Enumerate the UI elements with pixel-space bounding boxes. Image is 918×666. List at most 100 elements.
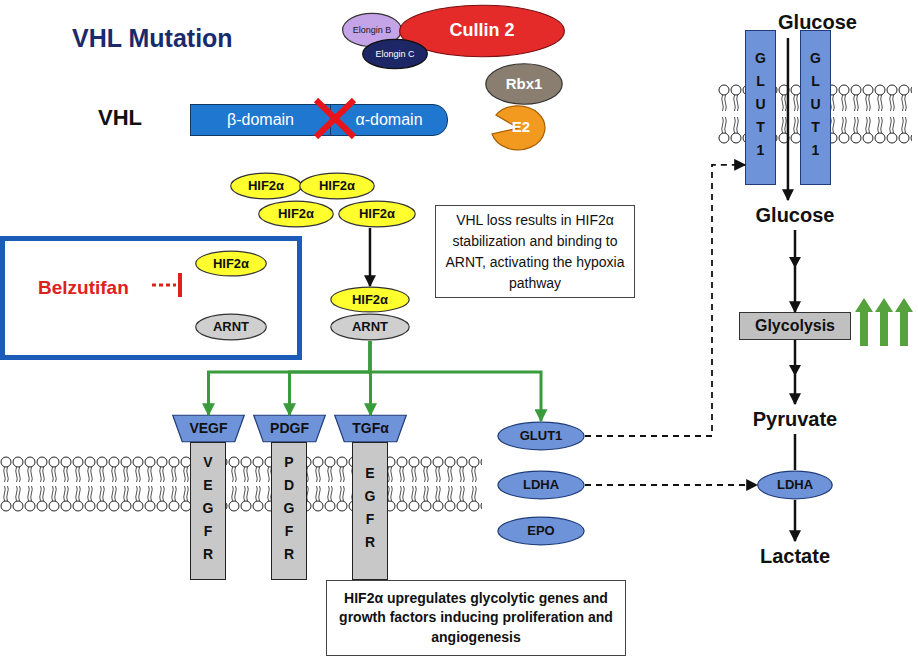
node-text: GLUT1 — [754, 50, 768, 165]
connector-arrow — [787, 38, 790, 200]
node-text: Cullin 2 — [449, 20, 514, 42]
domain-box: β-domain — [190, 104, 331, 136]
node-text: VEGFR — [201, 454, 215, 569]
flow-chevron — [789, 365, 801, 376]
node-text: GLUT1 — [520, 428, 563, 444]
connector-arrow — [369, 228, 372, 286]
protein-ellipse: HIF2α — [258, 200, 334, 228]
node-text: EGFR — [363, 465, 377, 557]
node-text: PDGF — [270, 420, 309, 437]
process-box: Glycolysis — [739, 312, 851, 340]
enzyme-shape — [492, 106, 545, 150]
ellipse-shape — [331, 287, 409, 312]
ellipse-shape — [758, 471, 832, 499]
metabolite-label: Pyruvate — [740, 404, 850, 434]
trapezoid-shape — [173, 415, 245, 441]
node-text: HIF2α — [359, 206, 395, 222]
note-box: HIF2α upregulates glycolytic genes and g… — [326, 580, 626, 656]
connector-arrow — [370, 341, 541, 421]
connector-arrow — [794, 230, 797, 312]
protein-ellipse: Elongin C — [362, 38, 428, 70]
ligand-trapezoid: VEGF — [172, 415, 245, 442]
node-text: Elongin C — [375, 49, 414, 60]
receptor-bar: VEGFR — [190, 442, 226, 580]
ellipse-shape — [498, 517, 584, 545]
enzyme-shape: E2 — [488, 104, 546, 150]
connector-arrow — [369, 341, 373, 415]
ellipse-shape — [196, 314, 267, 340]
connector-arrow — [794, 434, 797, 470]
ellipse-shape — [196, 251, 267, 276]
structure-label: VHL — [98, 107, 142, 129]
receptor-bar: PDGFR — [271, 442, 307, 580]
gene-ellipse: LDHA — [497, 470, 585, 500]
node-text: β-domain — [227, 110, 294, 129]
ligand-trapezoid: TGFα — [334, 415, 407, 442]
node-text: LDHA — [777, 477, 813, 493]
inhibition-bar — [178, 273, 182, 297]
ligand-trapezoid: PDGF — [253, 415, 326, 442]
protein-ellipse: HIF2α — [195, 250, 267, 277]
gene-ellipse: LDHA — [757, 470, 833, 500]
protein-ellipse: HIF2α — [230, 172, 302, 200]
node-text: HIF2α — [213, 256, 249, 272]
node-text: HIF2α — [248, 178, 284, 194]
node-text: ARNT — [352, 319, 388, 335]
protein-ellipse: Rbx1 — [485, 62, 563, 106]
ellipse-shape — [363, 39, 428, 68]
node-text: HIF2α — [352, 292, 388, 308]
protein-ellipse: ARNT — [330, 313, 410, 341]
metabolite-label: Glucose — [740, 200, 850, 230]
trapezoid-shape — [335, 415, 407, 441]
ellipse-shape — [339, 201, 415, 227]
node-text: LDHA — [523, 477, 559, 493]
ellipse-shape — [498, 471, 584, 499]
gene-ellipse: GLUT1 — [497, 421, 585, 451]
connector-arrow — [794, 500, 797, 541]
node-text: Glycolysis — [755, 316, 835, 335]
connector-arrow — [209, 341, 371, 415]
node-text: EPO — [527, 523, 554, 539]
node-text: E2 — [512, 118, 530, 136]
node-text: HIF2α — [278, 206, 314, 222]
ellipse-shape — [259, 201, 333, 227]
node-text: HIF2α — [319, 178, 355, 194]
connector-arrow — [794, 340, 797, 404]
receptor-bar: EGFR — [352, 442, 388, 580]
node-text: TGFα — [352, 420, 389, 437]
ellipse-shape — [486, 64, 562, 104]
gene-ellipse: EPO — [497, 516, 585, 546]
flow-chevron — [789, 257, 801, 268]
protein-ellipse: HIF2α — [330, 286, 410, 313]
cell-membrane — [0, 456, 482, 512]
node-text: Elongin B — [353, 25, 392, 36]
node-text: PDGFR — [282, 454, 296, 569]
metabolite-label: Lactate — [740, 541, 850, 571]
increase-arrow — [895, 298, 913, 346]
trapezoid-shape — [254, 415, 326, 441]
protein-ellipse: HIF2α — [299, 172, 375, 200]
increase-arrow — [855, 298, 873, 346]
node-text: Belzutifan — [38, 277, 129, 300]
ellipse-shape — [498, 422, 584, 450]
protein-ellipse: HIF2α — [338, 200, 416, 228]
node-text: Rbx1 — [506, 75, 543, 93]
diagram-title: VHL Mutation — [72, 26, 233, 51]
node-text: Lactate — [760, 544, 830, 568]
node-text: HIF2α upregulates glycolytic genes and g… — [337, 589, 615, 648]
transporter-bar: GLUT1 — [745, 30, 776, 185]
inhibition-line — [152, 284, 176, 287]
node-text: GLUT1 — [809, 50, 823, 165]
node-text: α-domain — [355, 110, 422, 129]
protein-ellipse: ARNT — [195, 313, 267, 341]
ellipse-shape — [300, 173, 374, 199]
node-text: Pyruvate — [753, 407, 838, 431]
node-text: VHL loss results in HIF2α stabilization … — [442, 210, 628, 294]
note-box: VHL loss results in HIF2α stabilization … — [435, 205, 635, 298]
increase-arrow — [875, 298, 893, 346]
node-text: Glucose — [756, 203, 835, 227]
ellipse-shape — [331, 314, 409, 340]
domain-box: α-domain — [330, 104, 448, 136]
node-text: VEGF — [189, 420, 227, 437]
